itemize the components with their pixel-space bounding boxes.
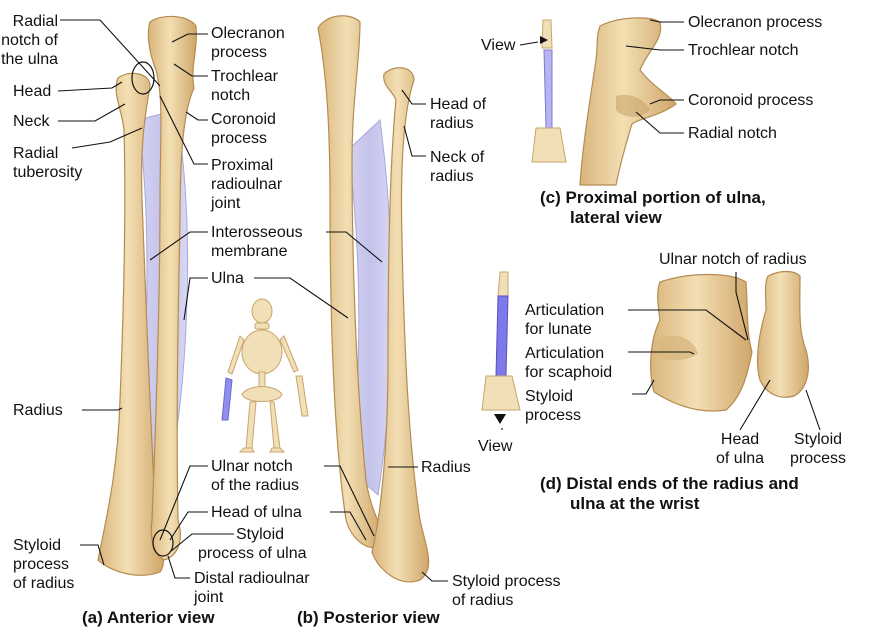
label-trochlear-notch-c: Trochlear notch <box>688 41 799 60</box>
posterior-view-drawing <box>318 16 429 582</box>
label-ulna: Ulna <box>211 269 244 288</box>
label-coronoid-process-c: Coronoid process <box>688 91 813 110</box>
label-proximal-radioulnar-joint: Proximal radioulnar joint <box>211 156 282 213</box>
label-neck: Neck <box>13 112 49 131</box>
ulna-lateral-drawing <box>580 18 676 185</box>
label-trochlear-notch-a: Trochlear notch <box>211 67 278 105</box>
label-head-of-ulna-d: Head of ulna <box>716 430 764 468</box>
label-view-c: View <box>481 36 515 55</box>
label-styloid-process-of-radius-b: Styloid process of radius <box>452 572 561 610</box>
label-radius-a: Radius <box>13 401 63 420</box>
label-coronoid-process-a: Coronoid process <box>211 110 276 148</box>
label-radial-notch-of-ulna: Radial notch of the ulna <box>0 12 58 69</box>
label-head-of-radius: Head of radius <box>430 95 486 133</box>
caption-anterior-view: (a) Anterior view <box>82 608 215 628</box>
skeleton-orientation-figure <box>222 299 308 452</box>
label-styloid-process-ulna-d: Styloid process <box>790 430 846 468</box>
label-interosseous-membrane: Interosseous membrane <box>211 223 303 261</box>
distal-ends-drawing <box>651 272 809 412</box>
label-view-d: View <box>478 437 512 456</box>
label-styloid-process-radius-d: Styloid process <box>525 387 581 425</box>
label-ulnar-notch-of-the-radius: Ulnar notch of the radius <box>211 457 299 495</box>
label-articulation-for-lunate: Articulation for lunate <box>525 301 604 339</box>
label-styloid-process-of-radius-a: Styloid process of radius <box>13 536 74 593</box>
label-radial-tuberosity: Radial tuberosity <box>13 144 82 182</box>
label-olecranon-process-c: Olecranon process <box>688 13 822 32</box>
caption-proximal-portion-of-ulna: (c) Proximal portion of ulna, lateral vi… <box>540 188 766 228</box>
label-head-of-ulna: Head of ulna <box>211 503 302 522</box>
label-articulation-for-scaphoid: Articulation for scaphoid <box>525 344 612 382</box>
caption-posterior-view: (b) Posterior view <box>297 608 440 628</box>
anterior-view-drawing <box>98 16 196 575</box>
label-styloid-process-of-ulna: Styloid process of ulna <box>236 525 307 563</box>
view-arrow-d <box>494 414 506 424</box>
label-neck-of-radius: Neck of radius <box>430 148 484 186</box>
caption-distal-ends: (d) Distal ends of the radius and ulna a… <box>540 474 799 514</box>
panel-d-arm-diagram <box>482 272 520 424</box>
label-head: Head <box>13 82 51 101</box>
ulna-distal-end <box>758 272 809 398</box>
panel-c-arm-diagram <box>532 20 566 162</box>
label-distal-radioulnar-joint: Distal radioulnar joint <box>194 569 310 607</box>
label-radius-b: Radius <box>421 458 471 477</box>
label-olecranon-process-a: Olecranon process <box>211 24 285 62</box>
label-radial-notch: Radial notch <box>688 124 777 143</box>
label-ulnar-notch-of-radius: Ulnar notch of radius <box>659 250 807 269</box>
